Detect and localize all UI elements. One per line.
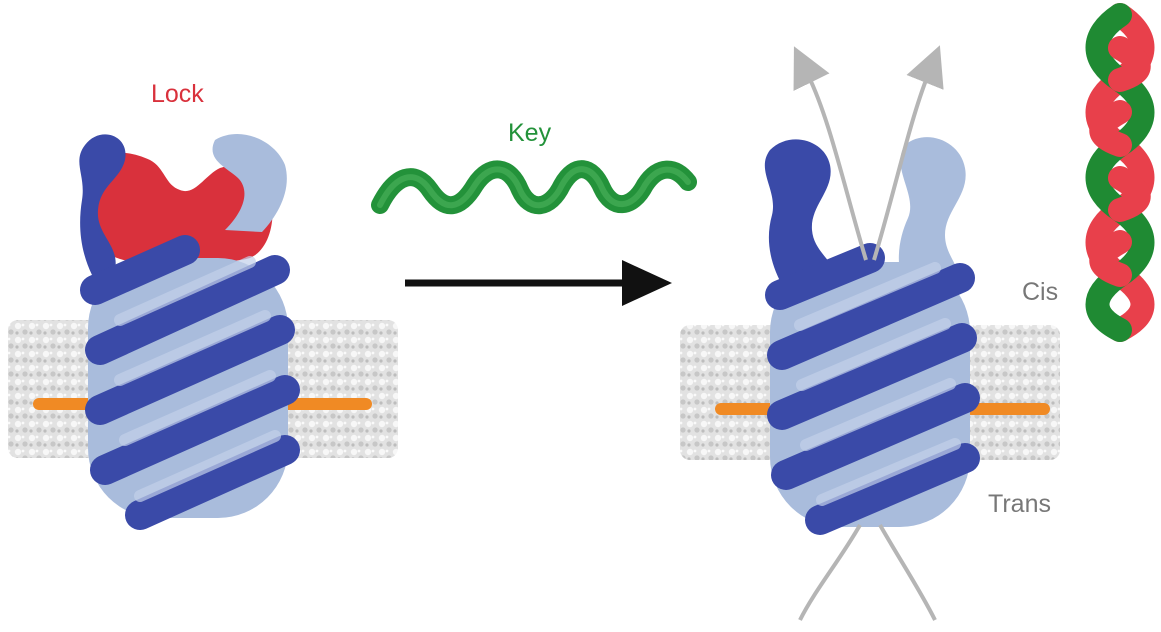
open-channel bbox=[680, 45, 1060, 621]
lipid-bar-left-b bbox=[282, 398, 372, 410]
coil-stripes-left bbox=[80, 235, 300, 530]
lock-domain bbox=[86, 152, 273, 263]
upper-helix-dark-left bbox=[79, 134, 126, 275]
double-helix bbox=[1085, 3, 1155, 342]
arrow-right-icon bbox=[405, 260, 672, 306]
upper-helix-dark-right bbox=[764, 139, 836, 290]
cis-label: Cis bbox=[1022, 278, 1059, 306]
trans-label: Trans bbox=[988, 490, 1051, 518]
upper-helix-light-left bbox=[212, 134, 287, 232]
lipid-bar-right-b bbox=[965, 403, 1050, 415]
locked-channel bbox=[8, 134, 398, 530]
coil-stripes-right bbox=[765, 243, 980, 535]
curved-arrow-icon bbox=[793, 45, 944, 621]
lock-label: Lock bbox=[151, 80, 204, 108]
key-label: Key bbox=[508, 119, 552, 147]
upper-helix-light-right bbox=[898, 137, 966, 290]
